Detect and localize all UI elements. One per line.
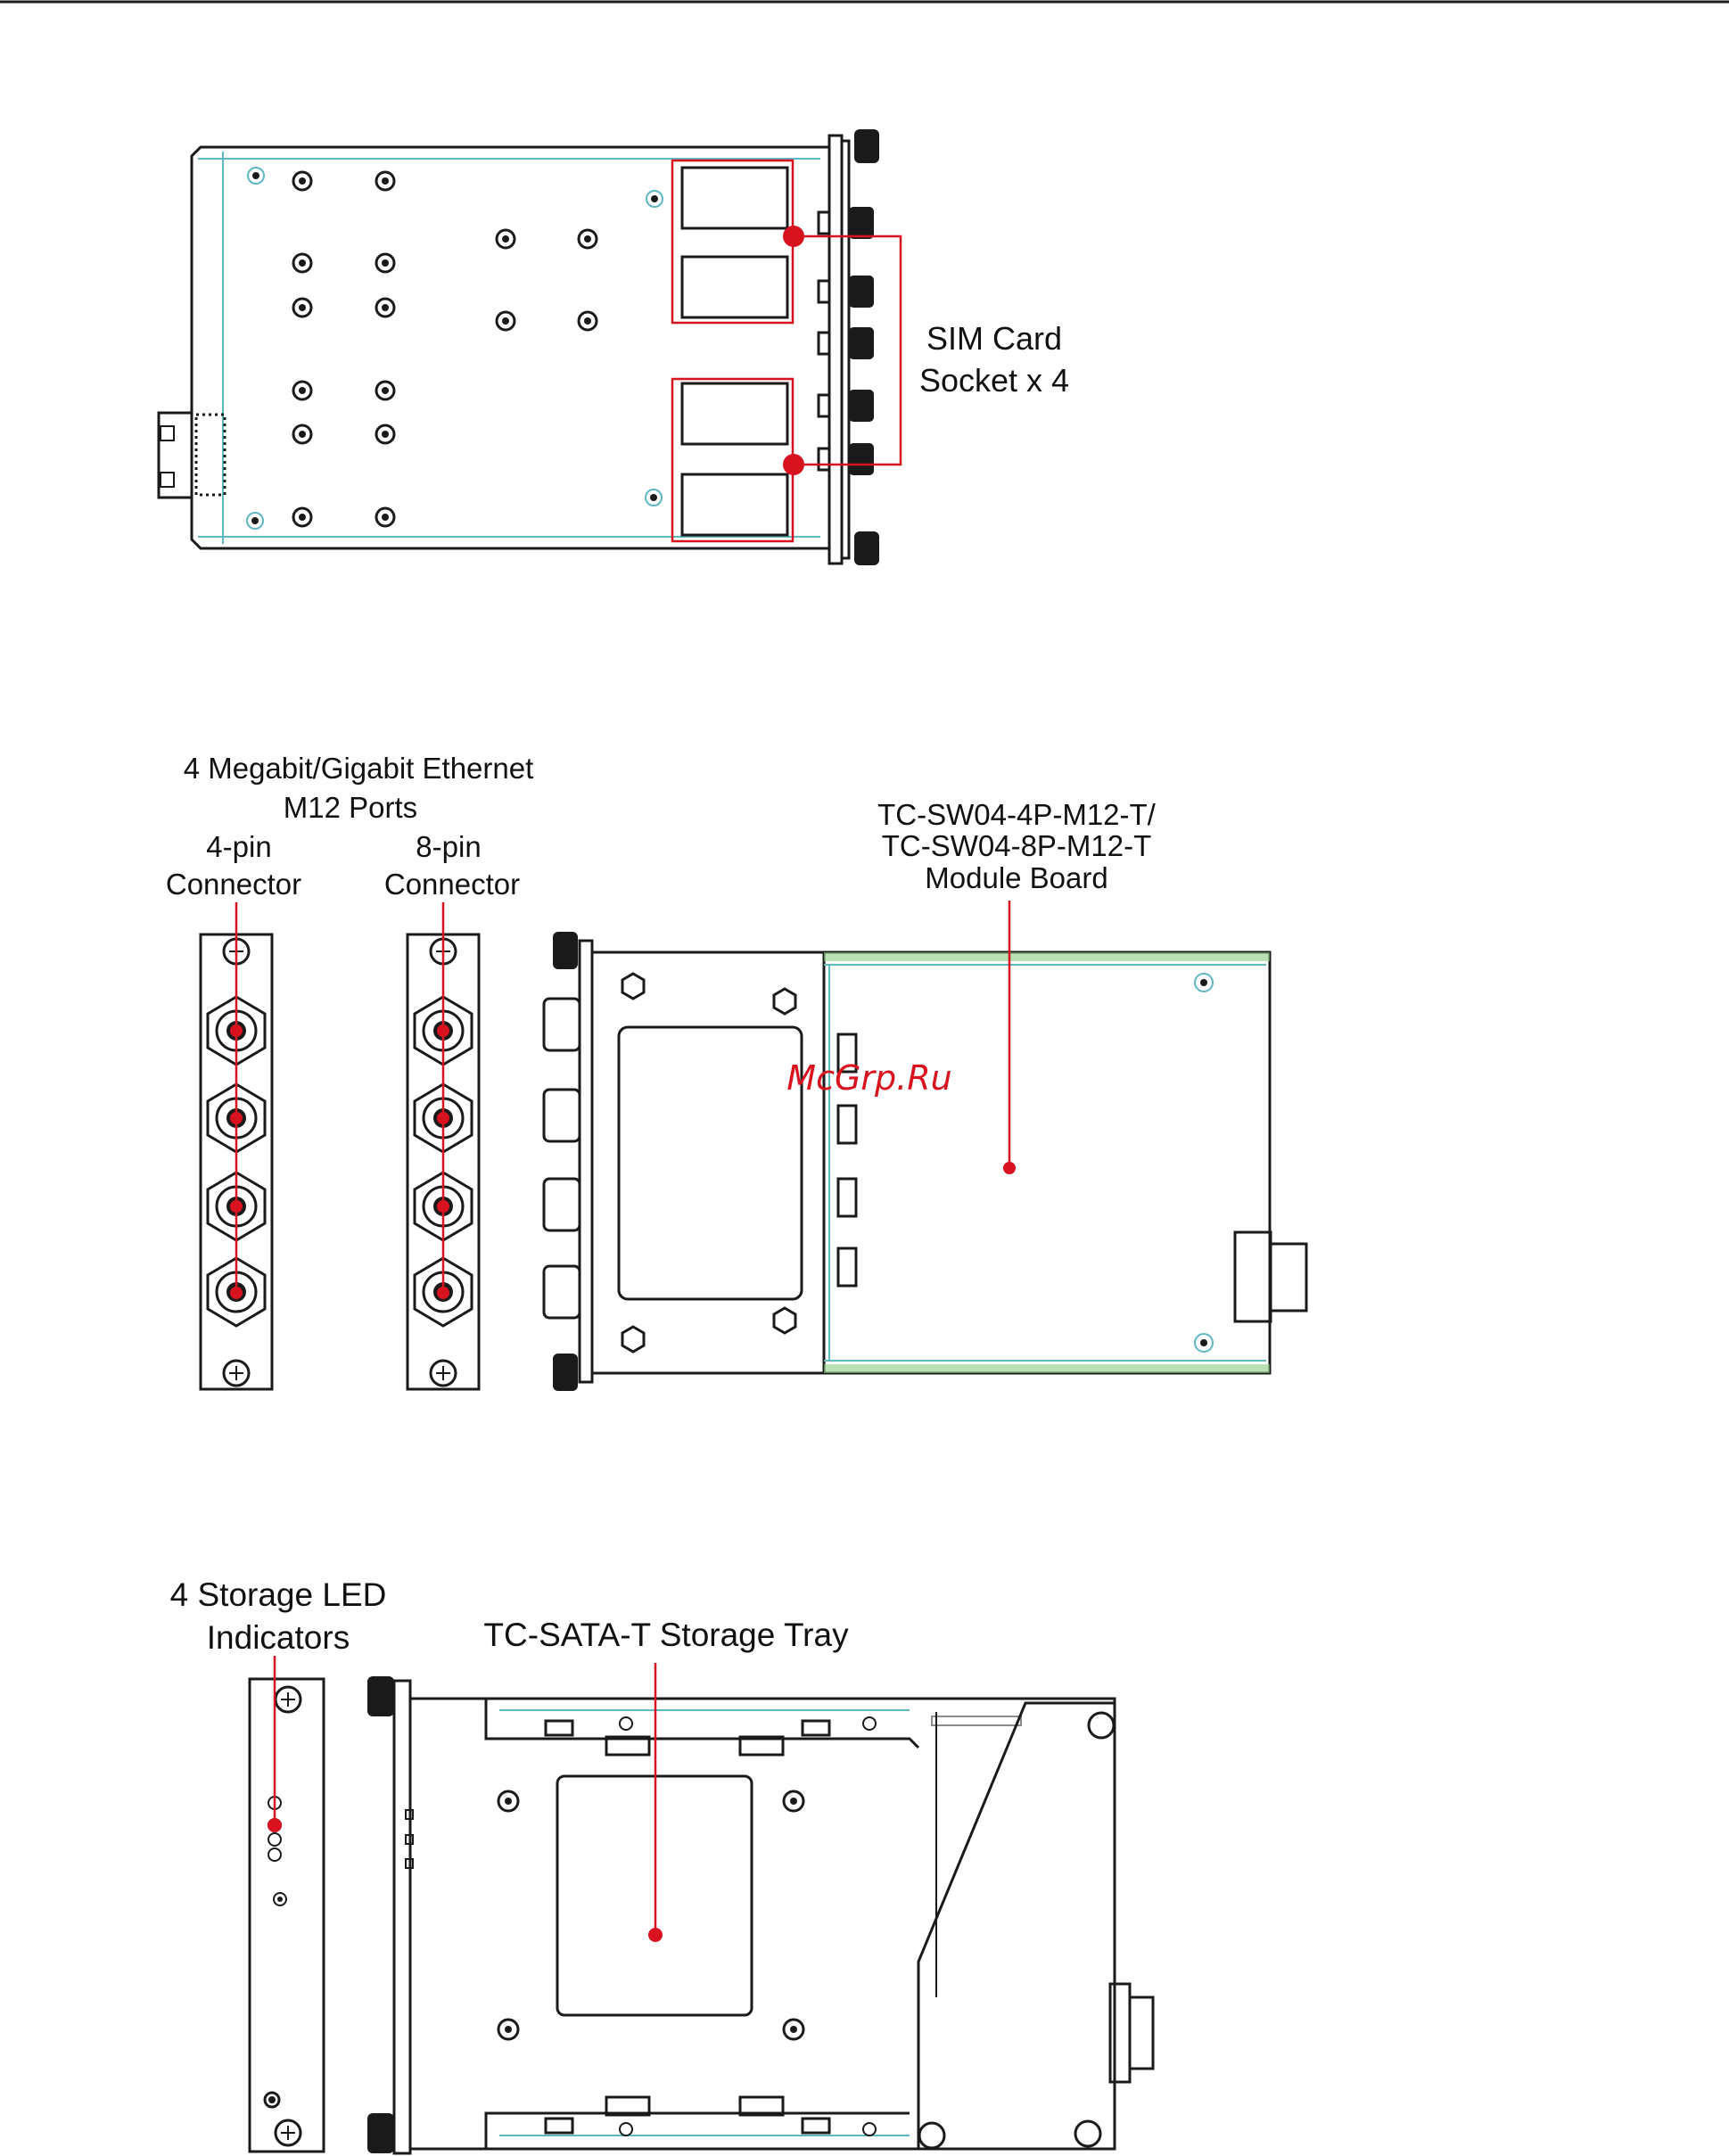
pin8-label-line1: 8-pin (416, 830, 481, 863)
led-label-line2: Indicators (207, 1619, 350, 1656)
led-panel (250, 1656, 324, 2152)
pin4-label-line2: Connector (166, 868, 301, 901)
module-label-line1: TC-SW04-4P-M12-T/ (877, 798, 1157, 831)
pin8-label-line2: Connector (384, 868, 520, 901)
watermark: McGrp.Ru (786, 1058, 951, 1098)
sim-label-line1: SIM Card (926, 320, 1062, 357)
led-label-line1: 4 Storage LED (170, 1576, 387, 1613)
module-label-line3: Module Board (925, 861, 1107, 894)
connector-pins (196, 415, 225, 495)
ethernet-module-board (544, 901, 1306, 1391)
module-label-line2: TC-SW04-8P-M12-T (882, 829, 1152, 862)
mount-bosses (247, 168, 663, 529)
four-pin-panel (201, 902, 272, 1389)
ethernet-label-line2: M12 Ports (284, 791, 417, 824)
sim-module-drawing (159, 129, 901, 565)
storage-tray (367, 1663, 1153, 2153)
ethernet-label-line1: 4 Megabit/Gigabit Ethernet (184, 752, 534, 785)
sim-label-line2: Socket x 4 (919, 362, 1069, 399)
pin4-label-line1: 4-pin (206, 830, 271, 863)
sim-sockets (672, 160, 793, 541)
tray-label: TC-SATA-T Storage Tray (483, 1617, 849, 1653)
eight-pin-panel (408, 902, 479, 1389)
sim-slots (819, 207, 874, 475)
